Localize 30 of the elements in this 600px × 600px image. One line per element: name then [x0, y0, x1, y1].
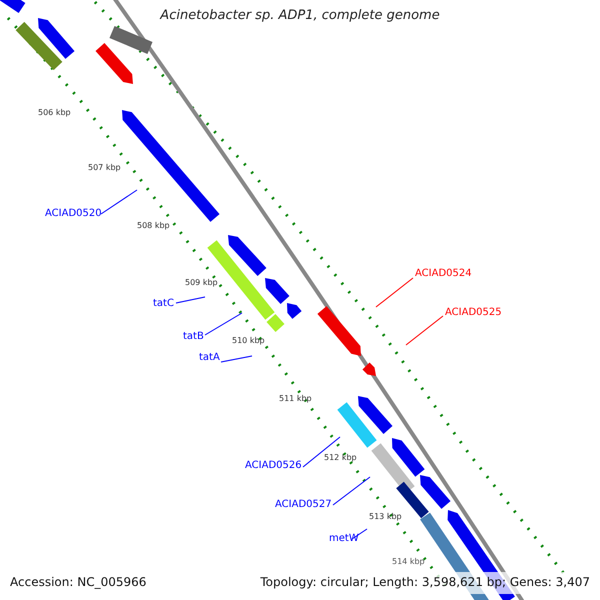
accession-text: Accession: NC_005966 — [10, 576, 146, 588]
gene-label: metW — [329, 533, 359, 545]
gene-label: tatB — [183, 331, 204, 343]
scale-label: 506 kbp — [38, 108, 71, 118]
leader-line — [204, 312, 242, 336]
gene-label: tatC — [153, 298, 174, 310]
scale-label: 511 kbp — [279, 394, 312, 404]
gene-label: ACIAD0527 — [275, 499, 332, 511]
gene-label: ACIAD0520 — [45, 208, 102, 220]
leader-line — [376, 278, 414, 308]
leader-line — [100, 190, 138, 214]
leader-line — [406, 316, 444, 346]
leader-line — [332, 476, 370, 506]
scale-label: 507 kbp — [88, 163, 121, 173]
leader-line — [302, 436, 340, 468]
scale-label: 512 kbp — [324, 453, 357, 463]
leader-line — [176, 296, 206, 304]
scale-label: 513 kbp — [369, 512, 402, 522]
map-title: Acinetobacter sp. ADP1, complete genome — [160, 8, 440, 23]
gene-label: ACIAD0526 — [245, 460, 302, 472]
gene-label: tatA — [199, 352, 220, 364]
scale-label: 508 kbp — [137, 221, 170, 231]
leader-line — [352, 528, 368, 540]
leader-line — [220, 356, 252, 362]
gene-label: ACIAD0525 — [445, 307, 502, 319]
scale-label: 514 kbp — [392, 557, 425, 567]
genome-stats-text: Topology: circular; Length: 3,598,621 bp; Genes: 3,407 — [260, 576, 590, 588]
gene-label: ACIAD0524 — [415, 268, 472, 280]
scale-label: 509 kbp — [185, 278, 218, 288]
scale-label: 510 kbp — [232, 336, 265, 346]
